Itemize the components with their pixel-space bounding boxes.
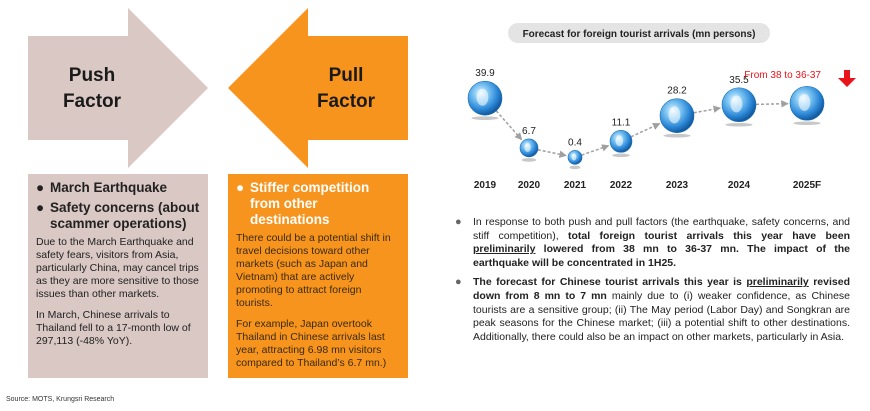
push-factor-box: ● March Earthquake ● Safety concerns (ab… <box>28 174 208 378</box>
bullet-dot: ● <box>236 180 245 195</box>
globe-landmass <box>668 106 681 124</box>
push-arrow-shape <box>28 8 208 168</box>
globe-point-2022 <box>609 130 633 158</box>
note-2-part-a: The forecast for Chinese tourist arrival… <box>473 276 747 289</box>
push-title-line1: Push <box>69 65 115 86</box>
series-connector-2024 <box>755 100 789 108</box>
push-bullet-1-text: March Earthquake <box>50 180 168 195</box>
note-1-text: In response to both push and pull factor… <box>473 216 850 270</box>
note-1-part-a: In response to both push and pull factor… <box>473 216 850 242</box>
chart-title-pill <box>508 23 770 43</box>
push-paragraph-2: In March, Chinese arrivals to Thailand f… <box>36 309 191 347</box>
note-2-part-b: preliminarily <box>746 276 809 289</box>
globe-point-2025F <box>789 85 825 126</box>
data-label-2020: 6.7 <box>522 126 536 137</box>
note-1-part-c: preliminarily <box>473 243 536 256</box>
forecast-annotation: From 38 to 36-37 <box>744 70 821 81</box>
pull-paragraph-1: There could be a potential shift in trav… <box>236 232 391 309</box>
globe-point-2020 <box>519 138 539 162</box>
data-label-2021: 0.4 <box>568 137 582 148</box>
globe-landmass <box>730 95 743 113</box>
push-arrow: Push Factor <box>28 8 208 168</box>
down-arrow-icon <box>838 70 856 87</box>
pull-bullet-1: ● Stiffer competition from other destina… <box>236 180 400 228</box>
note-1-part-b: total foreign tourist arrivals this year… <box>567 229 851 242</box>
x-tick-label: 2021 <box>564 180 587 191</box>
globe-shadow <box>471 116 499 120</box>
source-note: Source: MOTS, Krungsri Research <box>6 396 115 403</box>
note-2-part-d: mainly due to (i) weaker confidence, as … <box>473 289 850 343</box>
series-connector-2021 <box>581 144 610 156</box>
push-bullet-2-text: Safety concerns (about scammer operation… <box>50 200 200 231</box>
data-label-2024: 35.5 <box>729 75 749 86</box>
note-1: ● In response to both push and pull fact… <box>455 216 850 270</box>
pull-factor-box: ● Stiffer competition from other destina… <box>228 174 408 378</box>
data-label-2022: 11.1 <box>612 117 631 128</box>
globe-landmass <box>615 135 624 147</box>
bullet-dot: ● <box>36 200 45 215</box>
chart-title: Forecast for foreign tourist arrivals (m… <box>523 29 756 40</box>
x-tick-label: 2020 <box>518 180 541 191</box>
push-bullet-2: ● Safety concerns (about scammer operati… <box>36 200 200 232</box>
push-paragraph-1: Due to the March Earthquake and safety f… <box>36 236 199 300</box>
note-2-part-c: revised down from 8 mn to 7 mn <box>473 276 850 302</box>
pull-title-line1: Pull <box>329 65 364 86</box>
tourist-arrivals-chart: Forecast for foreign tourist arrivals (m… <box>467 23 856 191</box>
note-2: ● The forecast for Chinese tourist arriv… <box>455 276 850 344</box>
x-tick-label: 2019 <box>474 180 497 191</box>
globe-landmass <box>798 93 811 111</box>
push-bullet-1: ● March Earthquake <box>36 180 200 196</box>
globe-landmass <box>571 153 577 161</box>
series-connector-2023 <box>693 105 722 114</box>
series-connector-2019 <box>495 110 523 141</box>
note-1-part-d: lowered from 38 mn to 36-37 mn. The impa… <box>473 243 850 269</box>
bullet-dot: ● <box>455 276 462 289</box>
data-label-2019: 39.9 <box>475 68 495 79</box>
globe-point-2024 <box>721 87 757 127</box>
forecast-notes: ● In response to both push and pull fact… <box>455 216 850 350</box>
globe-landmass <box>476 88 489 106</box>
bullet-dot: ● <box>455 216 462 228</box>
pull-arrow: Pull Factor <box>228 8 408 168</box>
data-label-2023: 28.2 <box>667 86 687 97</box>
push-title-line2: Factor <box>63 91 122 112</box>
globe-shadow <box>663 133 691 138</box>
x-tick-label: 2022 <box>610 180 633 191</box>
pull-title-line2: Factor <box>317 91 376 112</box>
x-tick-label: 2023 <box>666 180 689 191</box>
globe-point-2019 <box>467 80 503 120</box>
x-tick-label: 2025F <box>793 180 821 191</box>
globe-shadow <box>793 121 821 126</box>
bullet-dot: ● <box>36 180 45 195</box>
series-connector-2020 <box>537 149 567 158</box>
pull-bullet-1-text: Stiffer competition from other destinati… <box>250 180 370 227</box>
globe-shadow <box>521 158 537 162</box>
globe-shadow <box>725 122 753 127</box>
series-connector-2022 <box>630 122 661 138</box>
globe-point-2023 <box>659 98 695 138</box>
pull-paragraph-2: For example, Japan overtook Thailand in … <box>236 318 387 369</box>
x-tick-label: 2024 <box>728 180 751 191</box>
note-2-text: The forecast for Chinese tourist arrival… <box>473 276 850 344</box>
globe-shadow <box>612 153 630 158</box>
globe-landmass <box>524 143 531 152</box>
globe-shadow <box>569 165 581 170</box>
globe-point-2021 <box>567 150 583 170</box>
pull-arrow-shape <box>228 8 408 168</box>
